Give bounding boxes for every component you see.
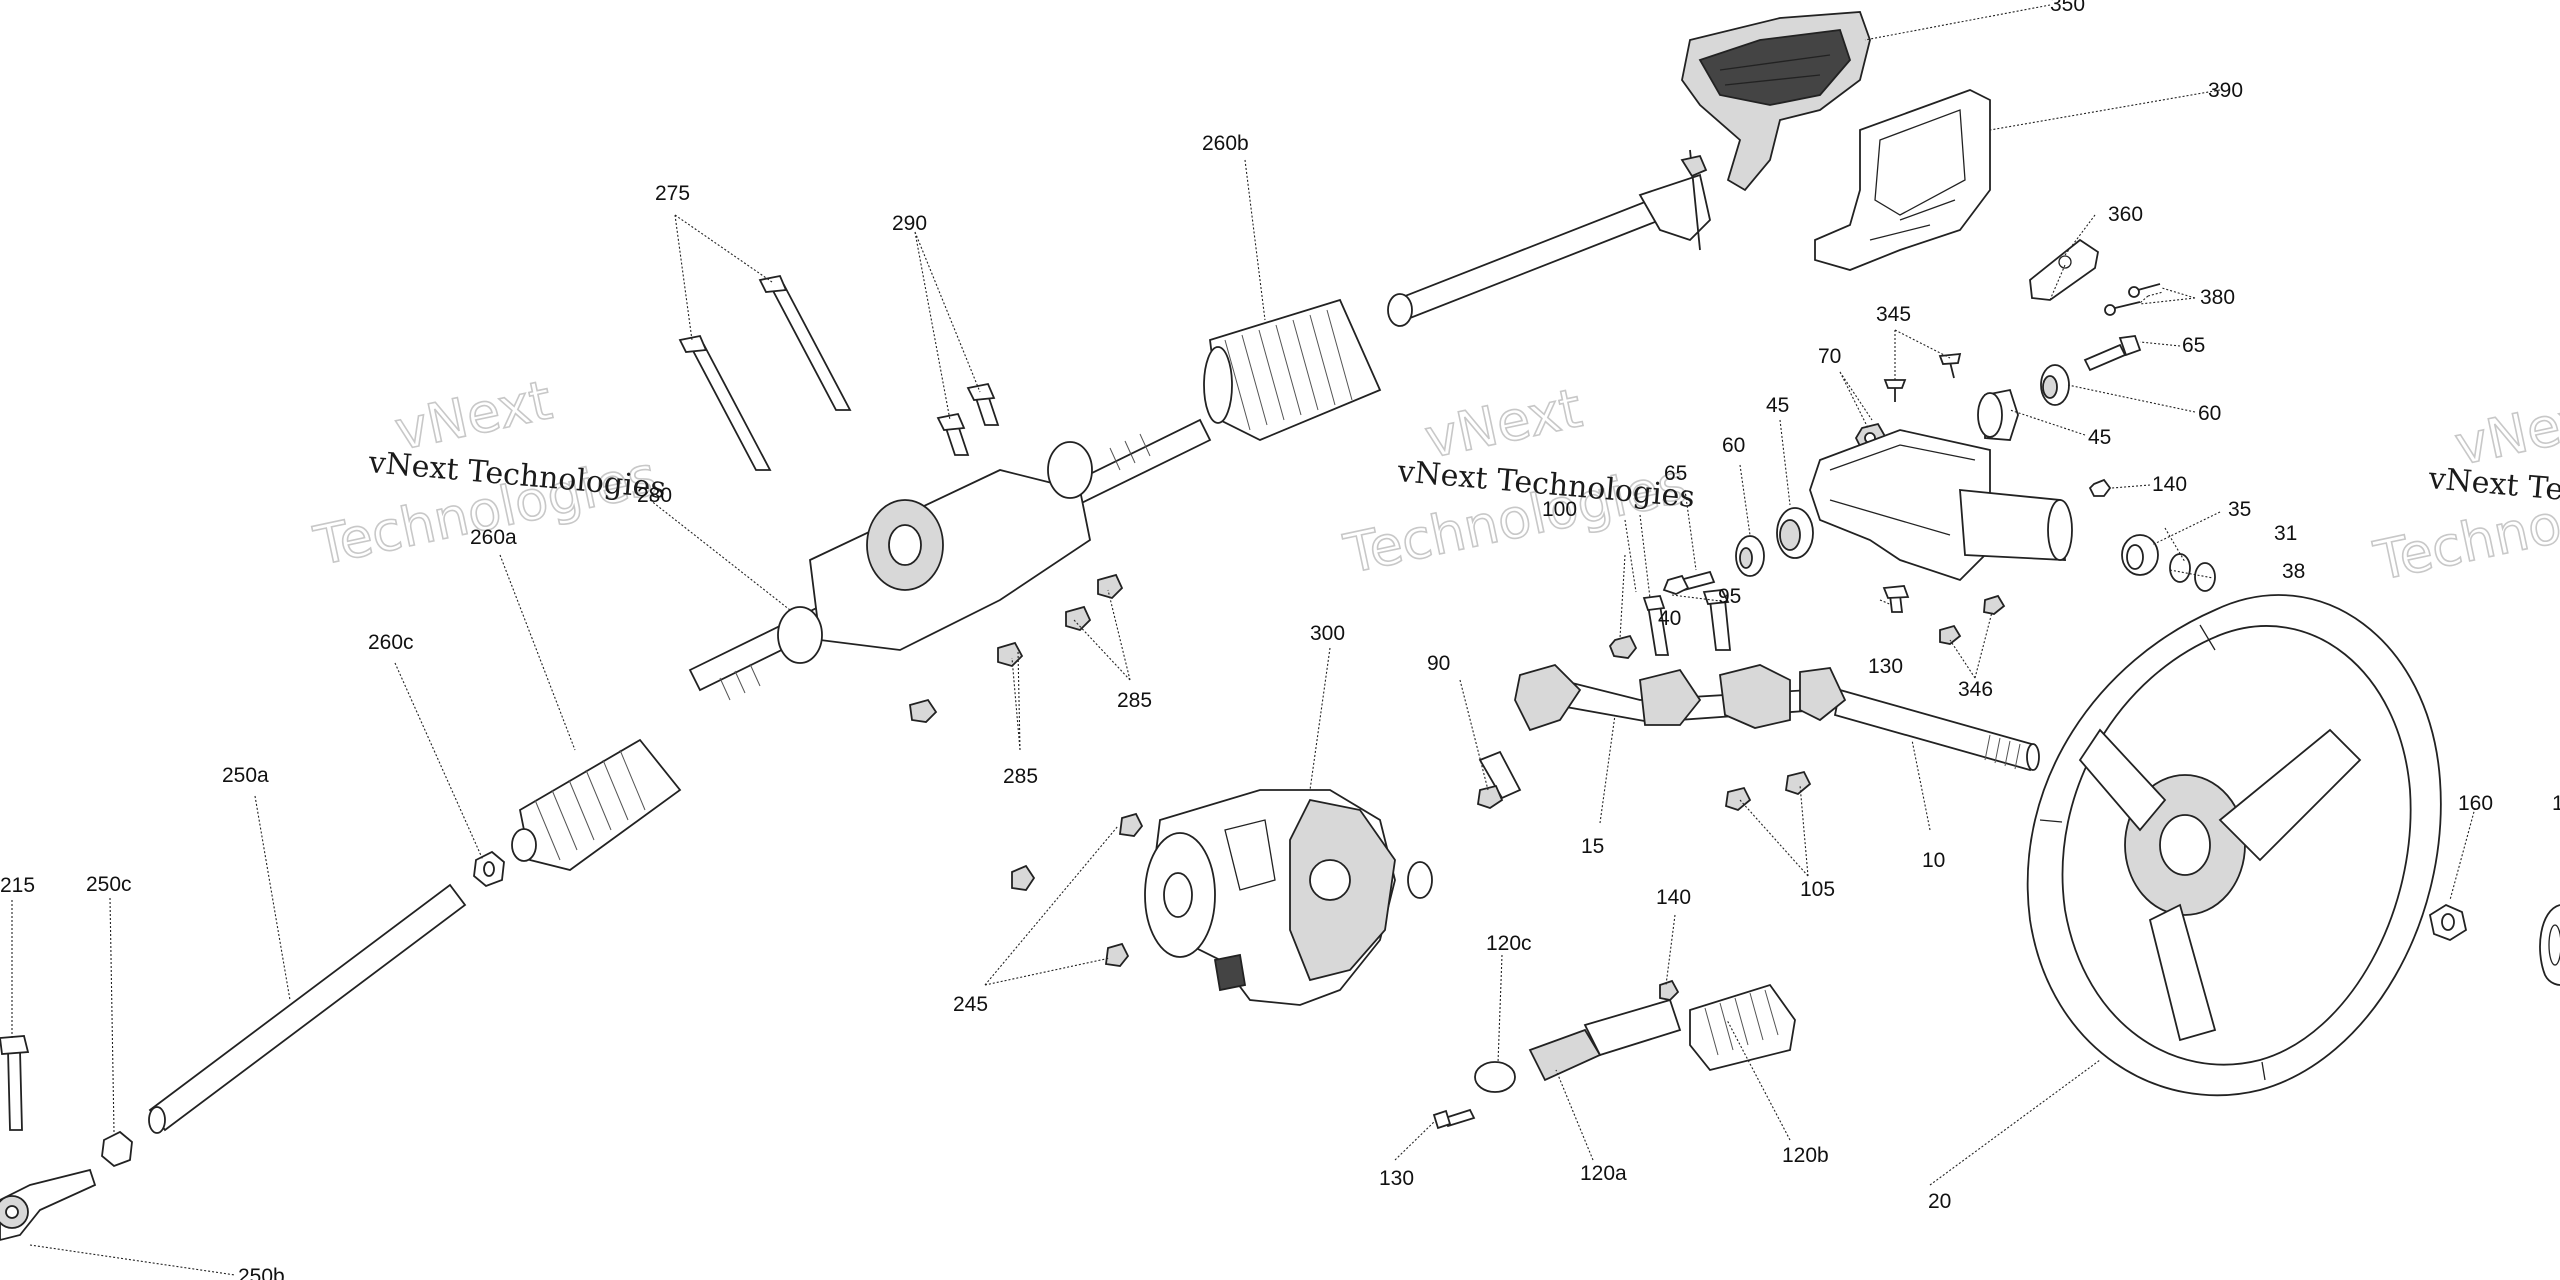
part-250b-upper-tie-rod: [1387, 149, 1711, 327]
part-100-bolts: [1608, 595, 1670, 659]
part-245-nuts: [1011, 812, 1144, 967]
callout-260c: 260c: [368, 631, 414, 654]
part-160-nut: [2428, 903, 2468, 941]
callout-140: 140: [1656, 886, 1691, 909]
callout-285: 285: [1003, 765, 1038, 788]
part-260c-nut: [473, 850, 505, 888]
part-346-nuts: [1939, 594, 2006, 645]
part-120a-shaft: [1528, 998, 1682, 1082]
callout-120c: 120c: [1486, 932, 1532, 955]
callout-10: 10: [1922, 849, 1945, 872]
part-130-bolt-lower: [1432, 1108, 1476, 1130]
part-60-bushing-mid: [1735, 535, 1765, 577]
part-90-bolt: [1477, 750, 1522, 809]
part-380-screws: [2104, 283, 2161, 316]
callout-60: 60: [2198, 402, 2221, 425]
part-260b-boot: [1203, 298, 1382, 441]
callout-15: 15: [1581, 835, 1604, 858]
callout-105: 105: [1800, 878, 1835, 901]
part-250a-tie-rod: [148, 883, 467, 1134]
part-345-screws: [1883, 352, 1962, 402]
part-65-bolt-mid: [1662, 570, 1716, 595]
callout-260a: 260a: [470, 526, 517, 549]
part-105-nuts: [1725, 770, 1812, 812]
callout-390: 390: [2208, 79, 2243, 102]
callout-360: 360: [2108, 203, 2143, 226]
part-130-bolt: [1882, 585, 1910, 613]
part-45-ring: [1977, 388, 2019, 441]
part-390-lower-bracket: [1814, 89, 1991, 271]
callout-275: 275: [655, 182, 690, 205]
part-31-washer: [2169, 553, 2191, 583]
callout-250a: 250a: [222, 764, 269, 787]
callout-120b: 120b: [1782, 1144, 1829, 1167]
part-285-nuts: [909, 573, 1124, 723]
part-15-intermediate-shaft: [1514, 663, 1847, 732]
leader-lines: [11, 4, 2476, 1276]
part-350-upper-cover: [1681, 11, 1871, 192]
part-275-long-bolts: [678, 274, 852, 471]
callout-120a: 120a: [1580, 1162, 1627, 1185]
callout-38: 38: [2282, 560, 2305, 583]
callout-350: 350: [2050, 0, 2085, 16]
part-260a-boot: [511, 738, 682, 871]
part-60-bushing: [2040, 364, 2070, 406]
callout-215: 215: [0, 874, 35, 897]
part-140-nut-lower: [1659, 979, 1680, 1001]
part-65-bolt: [2083, 335, 2142, 372]
part-35-ring: [2121, 534, 2159, 576]
part-38-clip: [2194, 562, 2216, 592]
callout-140: 140: [2152, 473, 2187, 496]
part-360-clip: [2029, 238, 2099, 301]
callout-20: 20: [1928, 1190, 1951, 1213]
part-300-eps-motor: [1144, 789, 1433, 1006]
callout-1-partial: 1: [2552, 792, 2560, 815]
callout-130: 130: [1379, 1167, 1414, 1190]
callout-250b: 250b: [238, 1265, 285, 1280]
callout-45: 45: [1766, 394, 1789, 417]
part-280-steering-rack: [688, 418, 1212, 701]
watermark-center: vNext Technologies vNext Technologies: [1338, 375, 1696, 586]
callout-160: 160: [2458, 792, 2493, 815]
callout-31: 31: [2274, 522, 2297, 545]
callout-60: 60: [1722, 434, 1745, 457]
part-120b-boot: [1689, 983, 1796, 1072]
callout-280: 280: [637, 484, 672, 507]
callout-300: 300: [1310, 622, 1345, 645]
watermark-ghost-top: vNext: [1420, 376, 1587, 470]
callout-345: 345: [1876, 303, 1911, 326]
callout-346: 346: [1958, 678, 1993, 701]
part-45-ring-mid: [1776, 507, 1814, 559]
part-20-steering-wheel: [2026, 594, 2442, 1097]
part-1-cap-partial: [2539, 904, 2560, 986]
callout-380: 380: [2200, 286, 2235, 309]
part-290-bolts: [936, 382, 1000, 456]
part-120c-clamp: [1474, 1061, 1516, 1093]
callout-90: 90: [1427, 652, 1450, 675]
callout-260b: 260b: [1202, 132, 1249, 155]
callout-245: 245: [953, 993, 988, 1016]
part-250b-lower-rod-end: [0, 1168, 97, 1241]
callout-95: 95: [1718, 585, 1741, 608]
callout-130: 130: [1868, 655, 1903, 678]
callout-100: 100: [1542, 498, 1577, 521]
watermark-right: vNext Technologies vNext Technologies: [2368, 382, 2560, 593]
callout-70: 70: [1818, 345, 1841, 368]
callout-285: 285: [1117, 689, 1152, 712]
part-250c-nut: [101, 1130, 133, 1168]
callout-45: 45: [2088, 426, 2111, 449]
part-40-column-support: [1809, 429, 2073, 582]
callout-65: 65: [2182, 334, 2205, 357]
callout-40: 40: [1658, 607, 1681, 630]
part-10-steering-shaft: [1833, 688, 2040, 772]
part-215-bolt: [0, 1035, 30, 1131]
callout-35: 35: [2228, 498, 2251, 521]
callout-290: 290: [892, 212, 927, 235]
callout-250c: 250c: [86, 873, 132, 896]
callout-65: 65: [1664, 462, 1687, 485]
part-140-nut: [2088, 478, 2112, 497]
